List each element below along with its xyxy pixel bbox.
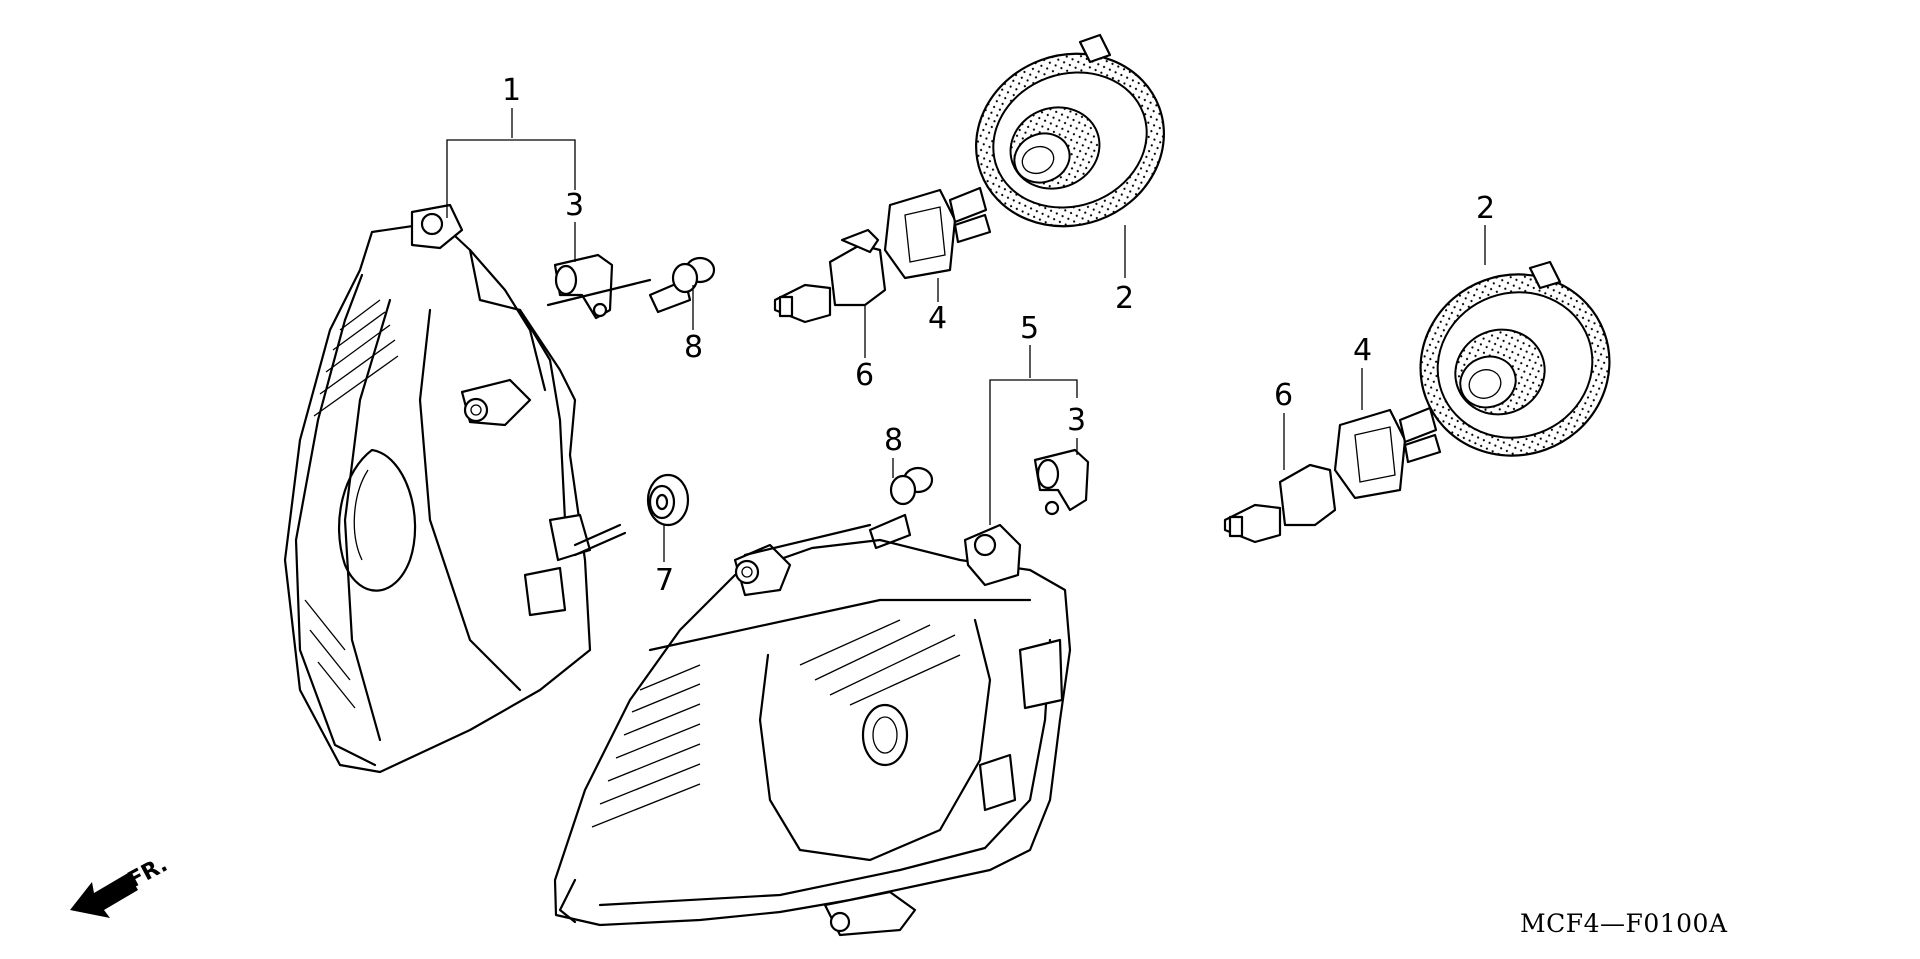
right-headlight-unit [553, 523, 1072, 937]
callout-2-lower: 2 [1476, 191, 1495, 226]
callout-8-lower: 8 [884, 423, 903, 458]
socket-4-upper [883, 186, 992, 280]
callout-2-upper: 2 [1115, 281, 1134, 316]
callout-3-upper: 3 [565, 188, 584, 223]
left-headlight-unit [283, 203, 627, 774]
clip-3-lower [1033, 448, 1090, 516]
callout-5: 5 [1020, 311, 1039, 346]
drawing-code: MCF4—F0100A [1520, 909, 1728, 938]
callout-6-lower: 6 [1274, 378, 1293, 413]
callout-6-upper: 6 [855, 358, 874, 393]
screw-8-upper [546, 256, 716, 314]
clip-3-upper [553, 253, 614, 320]
bulb-6-upper [773, 228, 887, 324]
callout-1: 1 [502, 73, 521, 108]
callout-4-upper: 4 [928, 301, 947, 336]
front-direction-indicator: FR. [70, 852, 172, 918]
callout-7: 7 [655, 563, 674, 598]
leader-lines [446, 108, 1486, 562]
callout-3-lower: 3 [1067, 403, 1086, 438]
screw-8-lower [743, 466, 934, 557]
dust-cover-2-upper [975, 33, 1165, 228]
front-arrow-icon [70, 873, 138, 918]
callout-8-upper: 8 [684, 330, 703, 365]
dust-cover-2-lower [1419, 260, 1611, 457]
socket-4-lower [1333, 406, 1442, 500]
grommet-7 [646, 473, 690, 527]
bulb-6-lower [1223, 463, 1337, 544]
callout-4-lower: 4 [1353, 333, 1372, 368]
